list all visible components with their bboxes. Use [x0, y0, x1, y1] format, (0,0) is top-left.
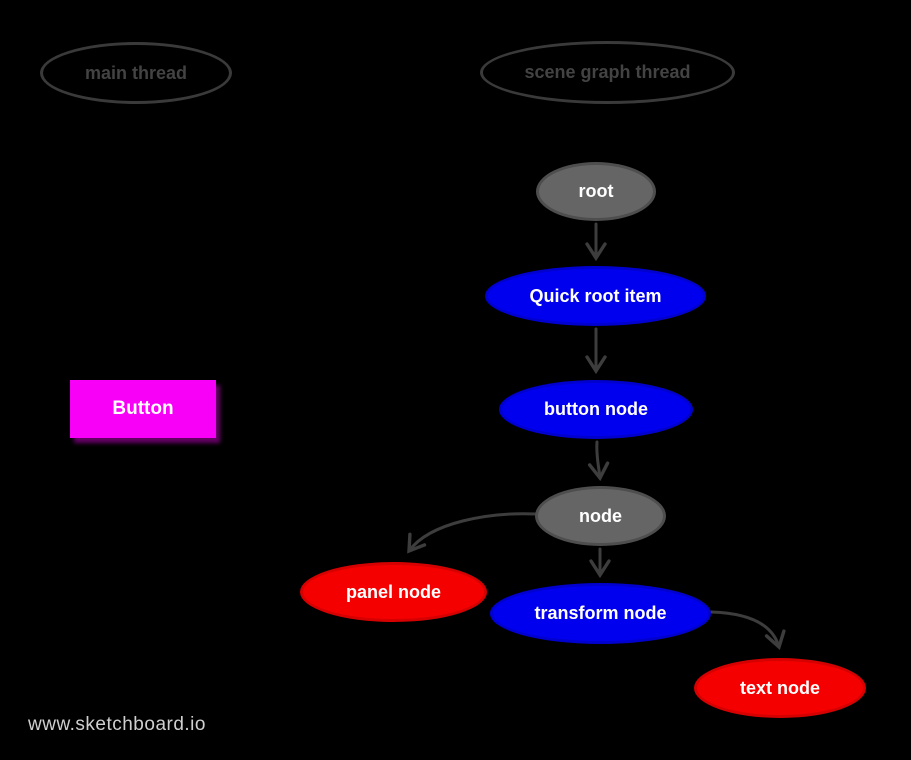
- node-transform-node-label: transform node: [534, 603, 667, 623]
- node-transform-node[interactable]: transform node: [490, 583, 711, 644]
- node-button-node-label: button node: [544, 399, 648, 419]
- node-button[interactable]: Button: [70, 380, 216, 438]
- lane-scene-graph-thread[interactable]: scene graph thread: [480, 41, 735, 104]
- node-root-label: root: [578, 181, 614, 201]
- node-button-label: Button: [112, 398, 174, 419]
- node-root[interactable]: root: [536, 162, 656, 221]
- node-quick-root-item[interactable]: Quick root item: [485, 266, 706, 326]
- sketchboard-watermark-link[interactable]: www.sketchboard.io: [28, 714, 206, 735]
- node-panel-node-label: panel node: [345, 581, 441, 602]
- edge-transform-node-to-text-node: [709, 610, 786, 651]
- node-panel-node[interactable]: panel node: [300, 562, 487, 622]
- node-text-node[interactable]: text node: [694, 658, 866, 718]
- edge-button-node-to-node: [587, 440, 610, 482]
- lane-main-thread[interactable]: main thread: [40, 42, 232, 104]
- node-node[interactable]: node: [535, 486, 666, 546]
- edge-node-to-panel-node: [407, 512, 538, 554]
- node-node-label: node: [579, 505, 622, 526]
- node-quick-root-item-label: Quick root item: [529, 285, 662, 306]
- node-text-node-label: text node: [739, 677, 820, 698]
- node-button-node[interactable]: button node: [499, 380, 693, 439]
- lane-scene-graph-thread-label: scene graph thread: [524, 62, 691, 82]
- lane-main-thread-label: main thread: [84, 62, 188, 83]
